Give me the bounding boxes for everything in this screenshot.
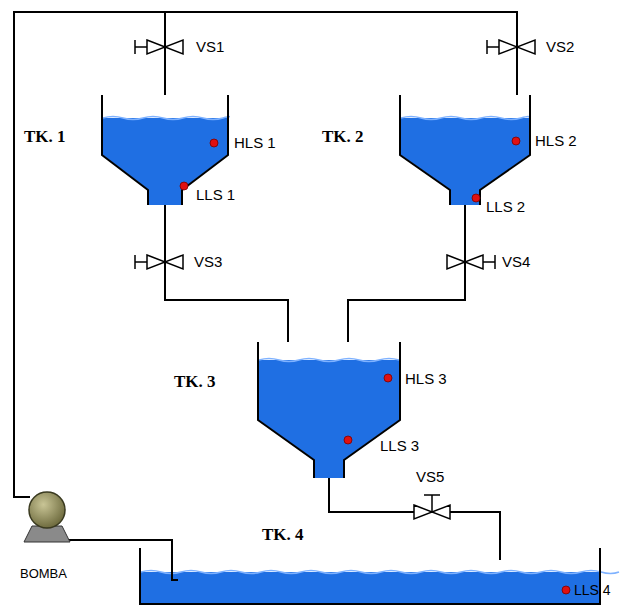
- valve-symbol: [147, 40, 183, 54]
- switch-label: HLS 1: [234, 134, 276, 151]
- switch-label: LLS 2: [486, 198, 525, 215]
- switch-label: LLS 4: [574, 582, 611, 598]
- switch-label: LLS 3: [380, 437, 419, 454]
- valve-symbol: [447, 255, 483, 269]
- valve-symbol: [147, 255, 183, 269]
- valve-symbol: [499, 40, 535, 54]
- tank-label: TK. 3: [174, 372, 216, 392]
- valve-label: VS3: [194, 253, 222, 270]
- switch-label: LLS 1: [196, 186, 235, 203]
- switch-label: HLS 3: [405, 370, 447, 387]
- valve-label: VS4: [502, 253, 530, 270]
- tank-label: TK. 4: [262, 525, 304, 545]
- pump-label: BOMBA: [20, 567, 67, 582]
- pump-symbol: [24, 492, 70, 542]
- valve-label: VS1: [196, 38, 224, 55]
- valve-label: VS5: [416, 468, 444, 485]
- switch-label: HLS 2: [535, 132, 577, 149]
- valve-label: VS2: [546, 38, 574, 55]
- tank-label: TK. 2: [322, 127, 364, 147]
- tank-label: TK. 1: [24, 127, 66, 147]
